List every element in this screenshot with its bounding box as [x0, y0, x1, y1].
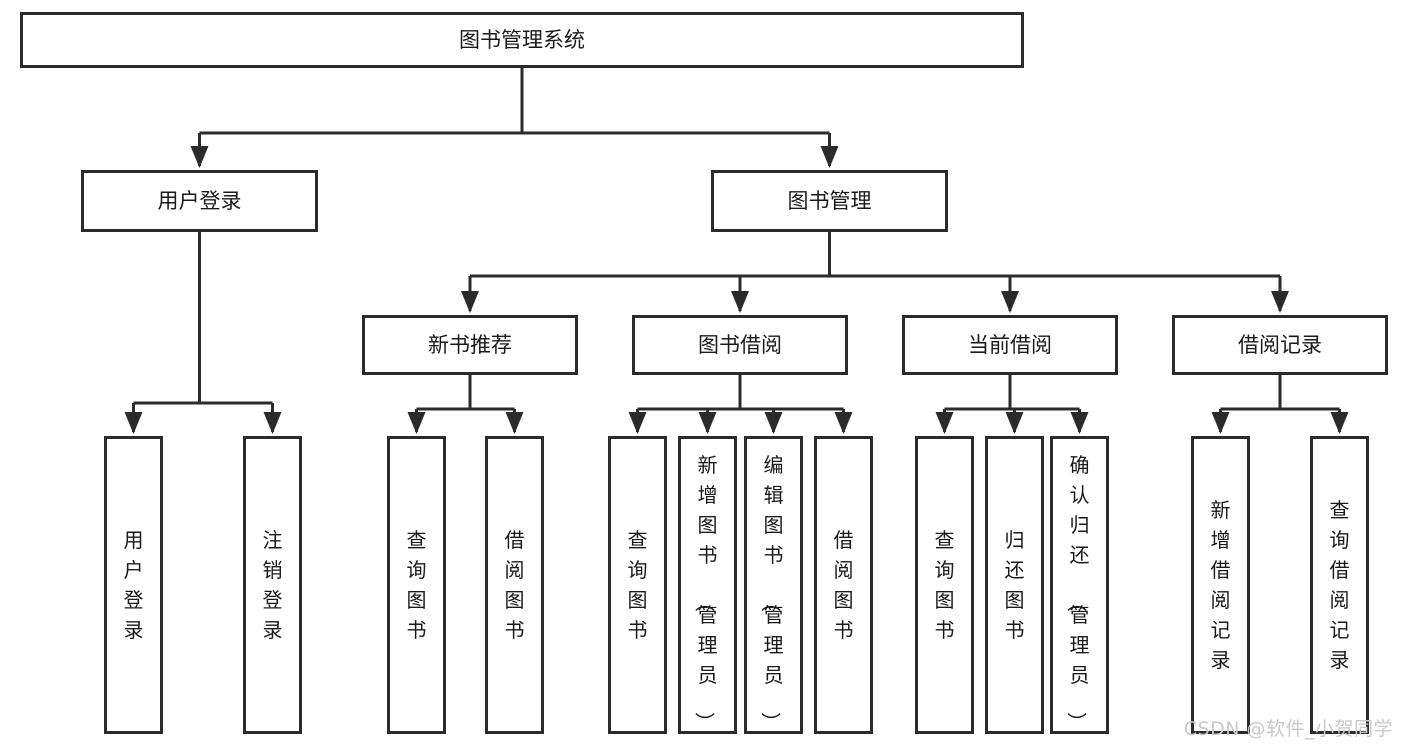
leaf-node-7[interactable]: [744, 436, 803, 734]
root-node-book-management-system[interactable]: [20, 12, 1024, 68]
level3-node-4-label: 借阅记录: [1238, 333, 1322, 357]
arrow-head-icon-level3-3: [1001, 291, 1019, 313]
leaf-node-1-label: 用户登录: [124, 528, 144, 642]
level3-node-4[interactable]: [1172, 315, 1388, 375]
leaf-node-7-label: 编辑图书（管理员）: [759, 453, 784, 732]
arrow-head-icon-level2-2: [820, 146, 839, 168]
root-node-book-management-system-label: 图书管理系统: [459, 28, 585, 52]
leaf-node-6-label: 新增图书（管理员）: [693, 453, 718, 732]
arrow-head-icon-leaf-4-2: [1005, 412, 1024, 434]
leaf-node-2[interactable]: [243, 436, 302, 734]
level3-node-1[interactable]: [362, 315, 578, 375]
leaf-node-11[interactable]: [1050, 436, 1109, 734]
leaf-node-9-label: 查询图书: [935, 528, 955, 642]
labels-layer: 图书管理系统用户登录图书管理新书推荐图书借阅当前借阅借阅记录用户登录注销登录查询…: [124, 28, 1350, 732]
level2-node-2-label: 图书管理: [788, 189, 872, 213]
arrow-head-icon-leaf-5-2: [1330, 412, 1349, 434]
level3-node-1-label: 新书推荐: [428, 333, 512, 357]
leaf-node-5-label: 查询图书: [628, 528, 648, 642]
leaf-node-8-label: 借阅图书: [834, 528, 854, 642]
level3-node-2-label: 图书借阅: [698, 333, 782, 357]
arrow-head-icon-leaf-2-2: [505, 412, 524, 434]
arrow-head-icon-level3-1: [461, 291, 479, 313]
level2-node-1[interactable]: [81, 170, 318, 232]
level3-node-2[interactable]: [632, 315, 848, 375]
level2-node-1-label: 用户登录: [158, 189, 242, 213]
leaf-node-10-label: 归还图书: [1005, 528, 1025, 642]
connectors-layer: [124, 68, 1349, 434]
leaf-node-9[interactable]: [915, 436, 974, 734]
arrow-head-icon-leaf-3-1: [628, 412, 647, 434]
arrow-head-icon-leaf-2-1: [407, 412, 426, 434]
arrow-head-icon-leaf-3-4: [834, 412, 853, 434]
csdn-watermark: CSDN @软件_小贺同学: [1183, 718, 1393, 740]
level2-node-2[interactable]: [711, 170, 948, 232]
leaf-node-10[interactable]: [985, 436, 1044, 734]
arrow-head-icon-leaf-3-2: [698, 412, 717, 434]
arrow-head-icon-leaf-1-2: [263, 412, 282, 434]
arrow-head-icon-level3-4: [1271, 291, 1289, 313]
leaf-node-13[interactable]: [1310, 436, 1369, 734]
arrow-head-icon-leaf-1-1: [124, 412, 143, 434]
arrow-head-icon-level2-1: [190, 146, 209, 168]
leaf-node-5[interactable]: [608, 436, 667, 734]
leaf-node-4[interactable]: [485, 436, 544, 734]
leaf-node-12[interactable]: [1191, 436, 1250, 734]
leaf-node-2-label: 注销登录: [263, 528, 283, 642]
leaf-node-3-label: 查询图书: [407, 528, 427, 642]
leaf-node-8[interactable]: [814, 436, 873, 734]
leaf-node-4-label: 借阅图书: [505, 528, 525, 642]
level3-node-3[interactable]: [902, 315, 1118, 375]
arrow-head-icon-leaf-5-1: [1211, 412, 1230, 434]
arrow-head-icon-leaf-4-3: [1070, 412, 1089, 434]
leaf-node-6[interactable]: [678, 436, 737, 734]
arrow-head-icon-level3-2: [731, 291, 749, 313]
leaf-node-11-label: 确认归还（管理员）: [1065, 453, 1090, 732]
level3-node-3-label: 当前借阅: [968, 333, 1052, 357]
arrow-head-icon-leaf-4-1: [935, 412, 954, 434]
arrow-head-icon-leaf-3-3: [764, 412, 783, 434]
leaf-node-13-label: 查询借阅记录: [1330, 498, 1350, 672]
boxes-layer: [20, 12, 1388, 734]
leaf-node-3[interactable]: [387, 436, 446, 734]
leaf-node-1[interactable]: [104, 436, 163, 734]
leaf-node-12-label: 新增借阅记录: [1211, 498, 1231, 672]
